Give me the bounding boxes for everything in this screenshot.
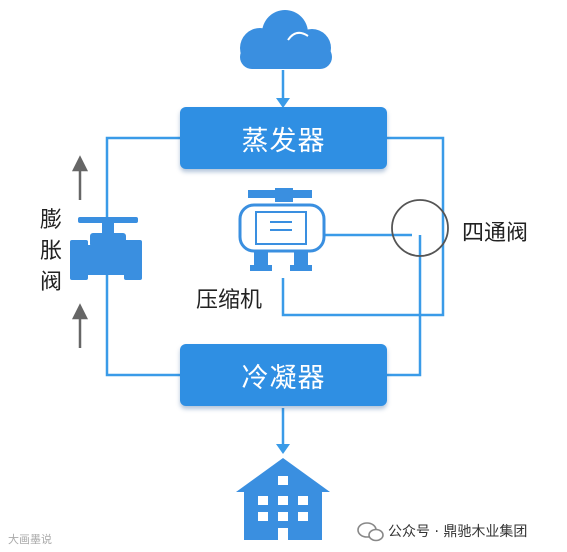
arrow-head-down-evaporator [276, 98, 290, 108]
expansion-valve-label: 膨胀阀 [39, 208, 62, 295]
compressor-icon [238, 188, 326, 271]
watermark: 大画墨说 [8, 533, 52, 546]
condenser-box: 冷凝器 [180, 344, 387, 406]
compressor-pipe-in [281, 278, 445, 317]
flow-arrow-up-bottom-head [71, 303, 89, 320]
cloud-highlight [287, 31, 309, 41]
compressor-label: 压缩机 [196, 288, 263, 313]
arrow-head-down-building [276, 444, 290, 454]
four-way-valve-icon [391, 199, 449, 257]
wechat-account-text: 公众号 · 鼎驰木业集团 [388, 524, 528, 540]
evaporator-box: 蒸发器 [180, 107, 387, 169]
wechat-icon [357, 522, 384, 542]
right-pipe-upper [387, 136, 445, 235]
flow-arrows [71, 155, 89, 348]
flow-arrow-up-top-head [71, 155, 89, 172]
right-pipe-lower [387, 235, 422, 377]
cloud-icon [240, 10, 332, 69]
building-icon [236, 458, 330, 540]
four-way-valve-label: 四通阀 [462, 221, 529, 246]
expansion-valve-icon [70, 217, 142, 280]
